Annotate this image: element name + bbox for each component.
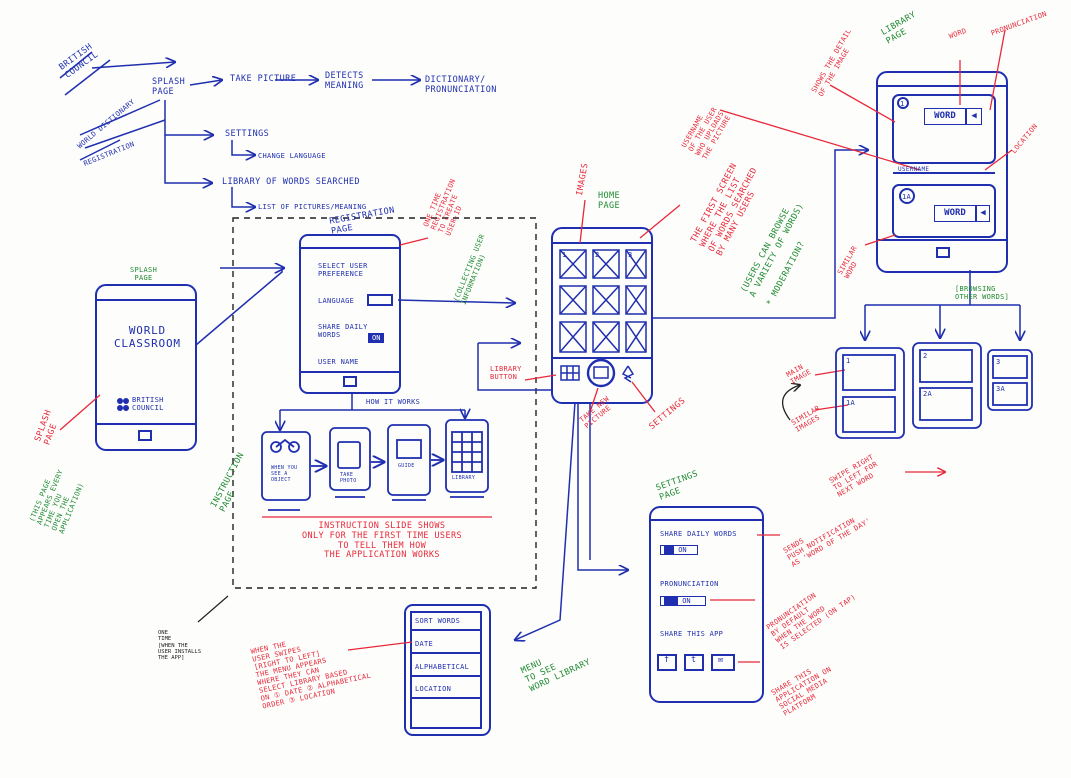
settings-share-app-label: SHARE THIS APP <box>660 630 724 638</box>
menu-item-location[interactable]: LOCATION <box>415 685 452 693</box>
library-thumbnails <box>835 342 1033 439</box>
library-word-box-1[interactable]: WORD <box>924 108 966 125</box>
settings-phone-outline <box>649 506 764 703</box>
thumb-label-1: 1 <box>846 357 851 365</box>
thumb-label-1a: 1A <box>846 399 856 407</box>
menu-item-date[interactable]: DATE <box>415 640 434 648</box>
flow-settings: SETTINGS <box>225 129 270 139</box>
flow-list-of-pictures: LIST OF PICTURES/MEANING <box>258 203 367 211</box>
menu-phone-outline <box>404 604 491 736</box>
library-browsing-label: [BROWSING OTHER WORDS] <box>955 285 1010 302</box>
library-button[interactable] <box>561 366 579 380</box>
registration-language-label: LANGUAGE <box>318 297 355 305</box>
flow-library-of-words: LIBRARY OF WORDS SEARCHED <box>222 177 360 187</box>
menu-item-sort-words[interactable]: SORT WORDS <box>415 617 461 625</box>
registration-share-toggle[interactable]: ON <box>368 333 385 343</box>
flow-take-picture: TAKE PICTURE <box>230 74 297 84</box>
settings-share-toggle[interactable]: ON <box>660 545 698 555</box>
instruction-card4-text: LIBRARY <box>452 475 476 481</box>
library-image-1-label: 1 <box>900 100 905 108</box>
instruction-cards <box>261 419 489 511</box>
how-it-works-label: HOW IT WORKS <box>366 398 421 406</box>
settings-pronunciation-label: PRONUNCIATION <box>660 580 719 588</box>
splash-logo-text: BRITISH COUNCIL <box>132 396 164 413</box>
instruction-card3-text: GUIDE <box>398 463 415 469</box>
thumb-label-2a: 2A <box>923 390 933 398</box>
splash-title: WORLD CLASSROOM <box>114 324 181 350</box>
library-speaker-icon-1[interactable]: ◀ <box>966 108 982 125</box>
top-flow-arrows <box>79 62 420 207</box>
library-username: USERNAME <box>898 166 930 173</box>
splash-phone-outline <box>95 284 197 451</box>
onboarding-dashed-box <box>232 217 537 589</box>
email-icon[interactable]: ✉ <box>718 655 724 665</box>
flow-splash-page: SPLASH PAGE <box>152 77 186 97</box>
library-word-box-2[interactable]: WORD <box>934 205 976 222</box>
facebook-icon[interactable]: f <box>664 655 670 665</box>
home-phone-outline <box>551 227 653 404</box>
registration-user-name-label: USER NAME <box>318 358 359 366</box>
settings-share-daily-label: SHARE DAILY WORDS <box>660 530 737 538</box>
home-tile-label-3: 3 <box>628 251 633 259</box>
library-image-1a-label: 1A <box>902 193 912 201</box>
flow-detects-meaning: DETECTS MEANING <box>325 71 364 91</box>
flow-change-language: CHANGE LANGUAGE <box>258 152 326 160</box>
home-image-grid <box>559 249 647 388</box>
thumb-label-2: 2 <box>923 352 928 360</box>
home-tile-label-2: 2 <box>595 251 600 259</box>
take-picture-button[interactable] <box>588 360 614 386</box>
settings-star-icon[interactable] <box>622 364 636 384</box>
library-speaker-icon-2[interactable]: ◀ <box>976 205 990 222</box>
home-heading: HOME PAGE <box>598 191 621 211</box>
instruction-card1-text: WHEN YOU SEE A OBJECT <box>271 465 298 483</box>
library-phone-outline <box>876 71 1008 273</box>
one-time-note: ONE TIME [WHEN THE USER INSTALLS THE APP… <box>158 630 202 662</box>
settings-pronunciation-toggle[interactable]: ON <box>660 596 706 606</box>
menu-item-alphabetical[interactable]: ALPHABETICAL <box>415 663 470 671</box>
instruction-card2-text: TAKE PHOTO <box>340 472 357 484</box>
home-tile-label-1: 1 <box>562 251 567 259</box>
thumb-label-3: 3 <box>996 358 1001 366</box>
thumb-label-3a: 3A <box>996 385 1006 393</box>
splash-heading: SPLASH PAGE <box>130 266 158 283</box>
registration-select-pref: SELECT USER PREFERENCE <box>318 262 368 279</box>
registration-phone-outline <box>299 234 401 394</box>
registration-share-daily-label: SHARE DAILY WORDS <box>318 323 368 340</box>
flow-dictionary: DICTIONARY/ PRONUNCIATION <box>425 75 497 95</box>
twitter-icon[interactable]: t <box>691 655 697 665</box>
instruction-note: INSTRUCTION SLIDE SHOWS ONLY FOR THE FIR… <box>302 521 463 561</box>
home-library-button-label: LIBRARY BUTTON <box>490 365 522 382</box>
